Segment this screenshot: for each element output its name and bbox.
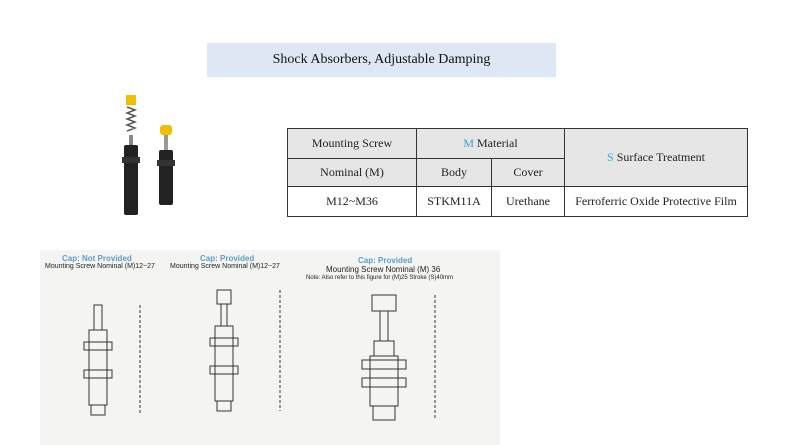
header-screw: Mounting Screw <box>287 128 417 159</box>
header-surface: S Surface Treatment <box>564 128 748 187</box>
drawing-1-cap: Cap: Not Provided <box>62 254 132 263</box>
drawing-3 <box>361 294 436 421</box>
drawing-1-sub: Mounting Screw Nominal (M)12~27 <box>45 263 155 270</box>
product-photo <box>122 95 175 215</box>
drawing-3-sub: Mounting Screw Nominal (M) 36 <box>326 265 441 274</box>
header-cover: Cover <box>491 158 565 187</box>
dimension-drawings: Cap: Not Provided Mounting Screw Nominal… <box>40 250 500 445</box>
drawing-2-sub: Mounting Screw Nominal (M)12~27 <box>170 263 280 270</box>
drawing-2-cap: Cap: Provided <box>200 254 255 263</box>
page-title: Shock Absorbers, Adjustable Damping <box>207 43 556 77</box>
spec-table: Mounting Screw M Material S Surface Trea… <box>287 128 748 217</box>
cell-body: STKM11A <box>416 186 492 217</box>
cell-screw: M12~M36 <box>287 186 417 217</box>
drawing-3-cap: Cap: Provided <box>358 256 413 265</box>
cell-cover: Urethane <box>491 186 565 217</box>
drawing-3-note: Note: Also refer to this figure for (M)2… <box>306 275 454 281</box>
drawing-1 <box>83 304 141 416</box>
technical-drawing <box>83 289 436 421</box>
drawing-2 <box>209 289 281 412</box>
header-body: Body <box>416 158 492 187</box>
cell-surface: Ferroferric Oxide Protective Film <box>564 186 748 217</box>
header-screw-nominal: Nominal (M) <box>287 158 417 187</box>
header-material: M Material <box>416 128 565 159</box>
